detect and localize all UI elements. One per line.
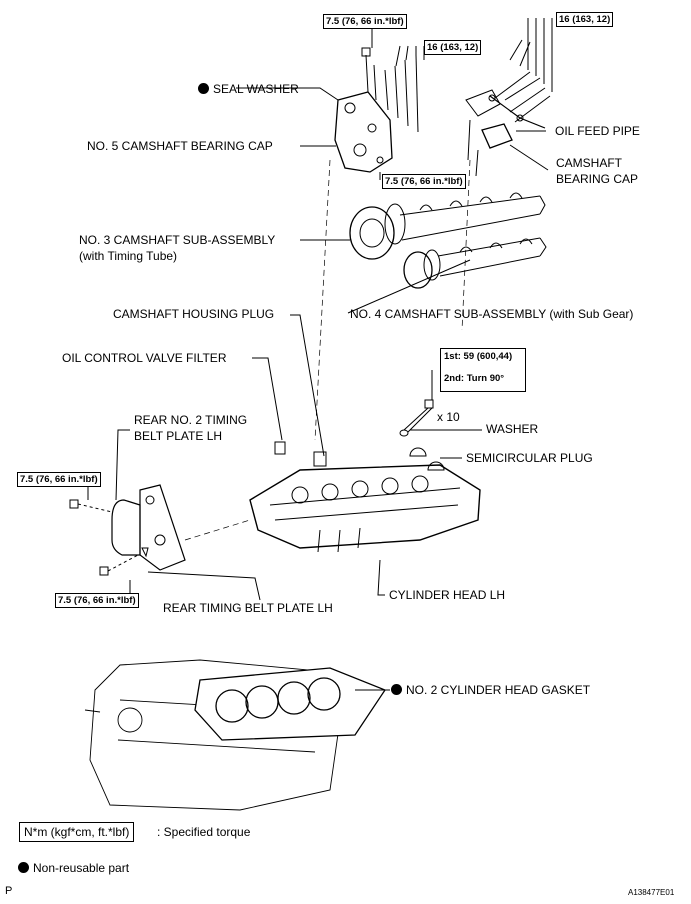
semicircular-plug-part bbox=[409, 447, 445, 471]
head-bolt-torque-2nd: 2nd: Turn 90° bbox=[444, 373, 505, 384]
camshaft-bearing-cap-label-line1: CAMSHAFT bbox=[556, 156, 622, 170]
torque-unit-legend-desc: : Specified torque bbox=[157, 825, 251, 839]
no3-camshaft-part bbox=[349, 192, 546, 260]
no4-camshaft-part bbox=[403, 237, 547, 289]
cylinder-head-part bbox=[249, 441, 481, 553]
seal-washer-text: SEAL WASHER bbox=[213, 82, 299, 96]
cylinder-head-gasket-part bbox=[194, 667, 386, 741]
non-reusable-dot-icon bbox=[198, 83, 209, 94]
camshaft-housing-plug-label: CAMSHAFT HOUSING PLUG bbox=[113, 307, 275, 321]
cylinder-head-gasket-label: NO. 2 CYLINDER HEAD GASKET bbox=[391, 683, 590, 697]
torque-box-7-5-mid: 7.5 (76, 66 in.*lbf) bbox=[382, 174, 466, 189]
washer-label: WASHER bbox=[486, 422, 539, 436]
torque-box-7-5-bottom: 7.5 (76, 66 in.*lbf) bbox=[55, 593, 139, 608]
torque-box-16-right: 16 (163, 12) bbox=[556, 12, 614, 27]
rear-no2-timing-belt-plate-label-line1: REAR NO. 2 TIMING bbox=[134, 413, 248, 427]
torque-box-7-5-left: 7.5 (76, 66 in.*lbf) bbox=[17, 472, 101, 487]
non-reusable-dot-icon bbox=[18, 862, 29, 873]
cylinder-head-label: CYLINDER HEAD LH bbox=[389, 588, 506, 602]
page-mark: P bbox=[5, 885, 13, 897]
oil-feed-pipe-label: OIL FEED PIPE bbox=[555, 124, 640, 138]
head-bolt-torque-box: 1st: 59 (600,44) 2nd: Turn 90° bbox=[440, 348, 526, 392]
semicircular-plug-label: SEMICIRCULAR PLUG bbox=[466, 451, 593, 465]
no3-camshaft-label-line1: NO. 3 CAMSHAFT SUB-ASSEMBLY bbox=[79, 233, 276, 247]
no5-camshaft-bearing-cap-label: NO. 5 CAMSHAFT BEARING CAP bbox=[87, 139, 273, 153]
rear-timing-belt-plate-label: REAR TIMING BELT PLATE LH bbox=[163, 601, 333, 615]
non-reusable-text: Non-reusable part bbox=[33, 861, 130, 875]
non-reusable-dot-icon bbox=[391, 684, 402, 695]
no4-camshaft-label: NO. 4 CAMSHAFT SUB-ASSEMBLY (with Sub Ge… bbox=[350, 307, 634, 321]
oil-control-valve-filter-label: OIL CONTROL VALVE FILTER bbox=[62, 351, 227, 365]
rear-timing-belt-plate-part bbox=[69, 484, 251, 576]
head-bolt-torque-1st: 1st: 59 (600,44) bbox=[444, 351, 513, 362]
head-bolt-part bbox=[399, 370, 434, 437]
camshaft-bearing-cap-label-line2: BEARING CAP bbox=[556, 172, 639, 186]
no3-camshaft-label-line2: (with Timing Tube) bbox=[79, 249, 178, 263]
seal-washer-label: SEAL WASHER bbox=[198, 82, 299, 96]
torque-box-7-5-top: 7.5 (76, 66 in.*lbf) bbox=[323, 14, 407, 29]
rear-no2-timing-belt-plate-label-line2: BELT PLATE LH bbox=[134, 429, 223, 443]
bolt-quantity-label: x 10 bbox=[437, 410, 460, 424]
torque-unit-legend-box: N*m (kgf*cm, ft.*lbf) bbox=[19, 822, 135, 842]
no5-camshaft-bearing-cap-part bbox=[334, 28, 425, 173]
non-reusable-legend: Non-reusable part bbox=[18, 861, 129, 875]
torque-box-16-left: 16 (163, 12) bbox=[424, 40, 482, 55]
camshaft-bearing-cap-part bbox=[465, 18, 553, 161]
gasket-text: NO. 2 CYLINDER HEAD GASKET bbox=[406, 683, 591, 697]
figure-id: A138477E01 bbox=[628, 888, 675, 897]
